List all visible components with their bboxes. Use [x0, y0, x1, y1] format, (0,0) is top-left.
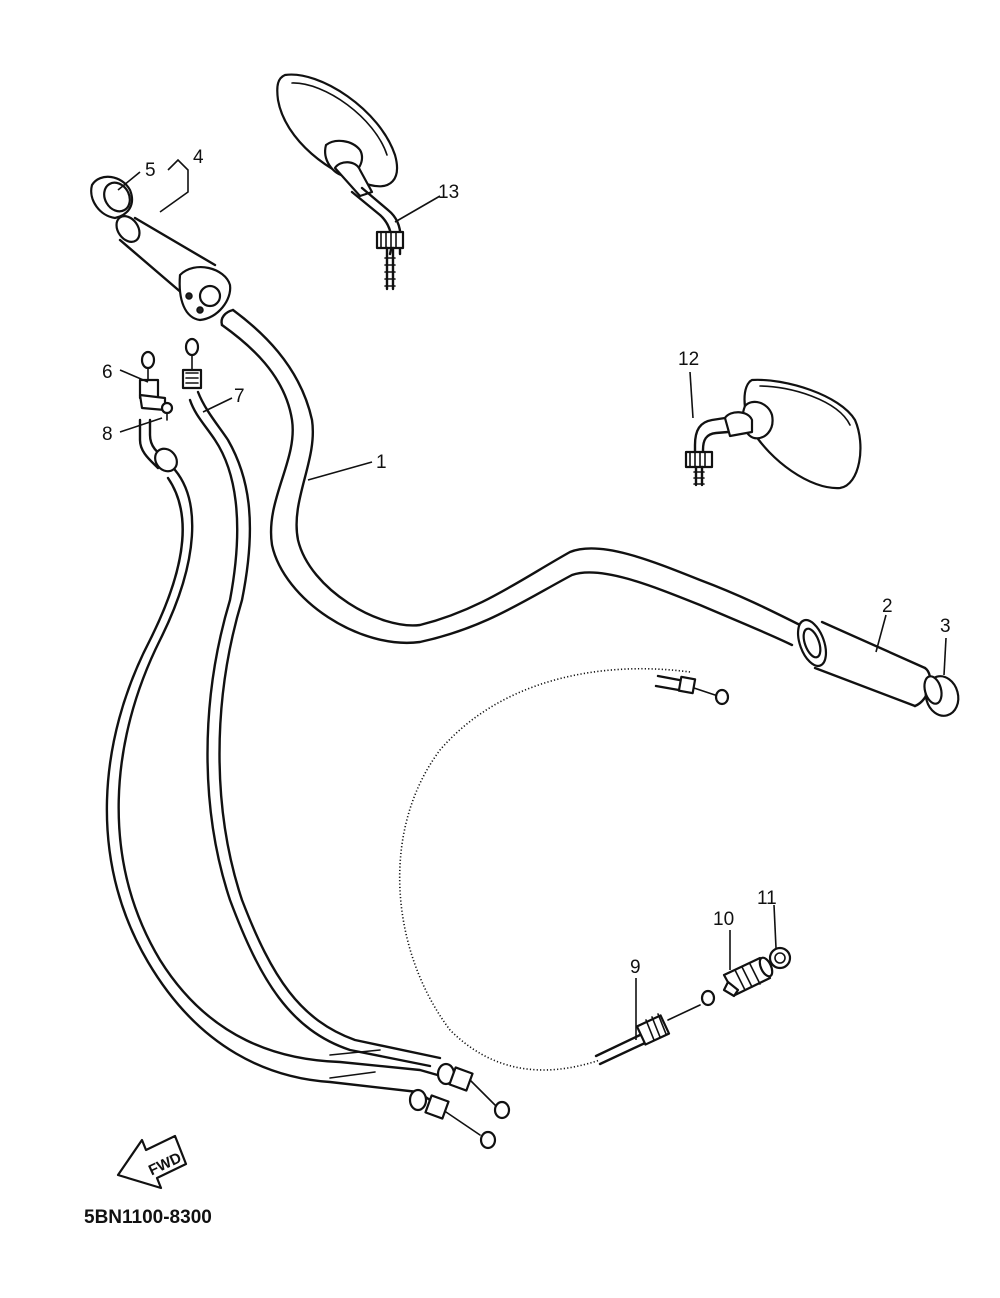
- callout-7: 7: [234, 386, 245, 407]
- callout-10: 10: [713, 909, 734, 930]
- callout-2: 2: [882, 596, 893, 617]
- leader-lines: [117, 158, 947, 1040]
- cable-adjusters: [408, 1062, 511, 1150]
- cable-end-9: [594, 989, 716, 1066]
- callout-11: 11: [757, 888, 777, 909]
- callout-13: 13: [438, 182, 459, 203]
- fwd-arrow-icon: FWD: [116, 1134, 188, 1190]
- throttle-cable-top-fittings: [138, 337, 203, 421]
- callouts: 1 2 3 4 5 6 7 8 9 10 11 12 13: [102, 147, 951, 978]
- handlebar: [220, 308, 802, 647]
- callout-12: 12: [678, 349, 699, 370]
- nut-11: [768, 946, 792, 970]
- callout-6: 6: [102, 362, 113, 383]
- throttle-cables: [105, 390, 450, 1102]
- right-mirror: [684, 378, 862, 490]
- callout-8: 8: [102, 424, 113, 445]
- adjuster-10: [722, 956, 774, 998]
- throttle-grip: [115, 215, 232, 322]
- bar-end-cap: [923, 675, 960, 717]
- dashed-cable-path: [398, 667, 730, 1071]
- callout-3: 3: [940, 616, 951, 637]
- callout-1: 1: [376, 452, 387, 473]
- callout-9: 9: [630, 957, 641, 978]
- callout-5: 5: [145, 160, 156, 181]
- grip-end: [90, 175, 134, 220]
- diagram-code: 5BN1100-8300: [84, 1207, 212, 1228]
- right-grip: [796, 618, 932, 708]
- callout-4: 4: [193, 147, 204, 168]
- left-mirror: [276, 73, 405, 291]
